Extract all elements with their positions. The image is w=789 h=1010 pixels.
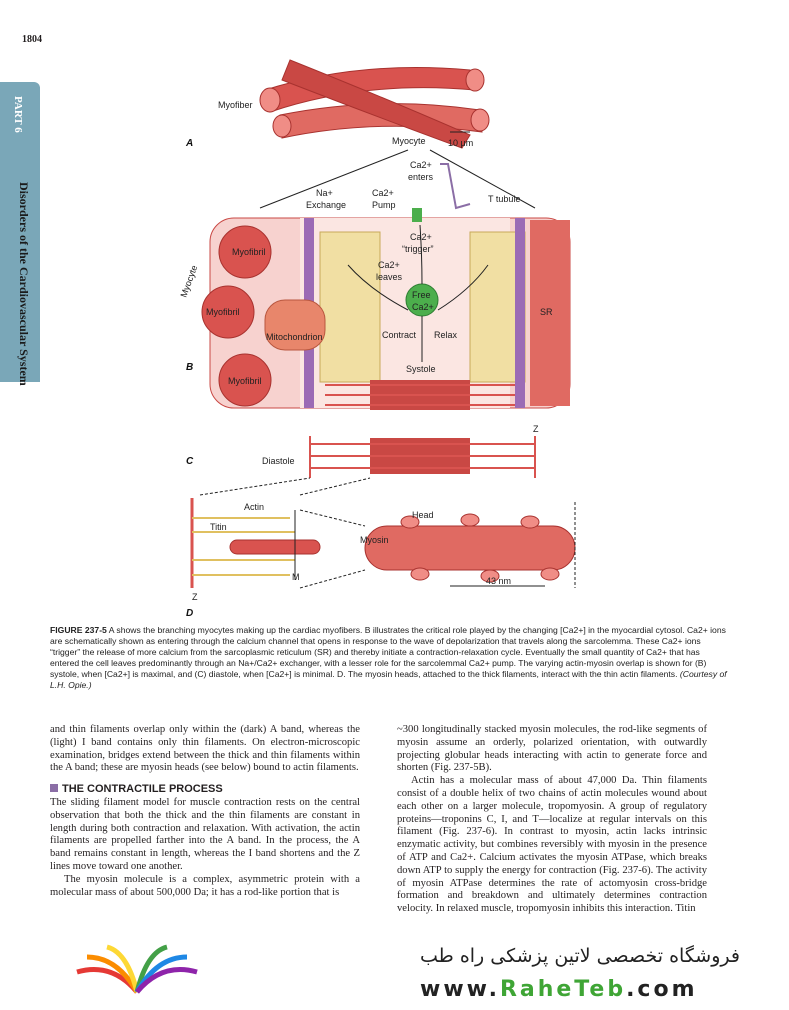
- figure-number: FIGURE 237-5: [50, 625, 107, 635]
- caption-text: A shows the branching myocytes making up…: [50, 625, 726, 679]
- myocyte-top-label: Myocyte: [392, 136, 426, 146]
- section-heading: THE CONTRACTILE PROCESS: [50, 783, 360, 796]
- myofibril-1: [218, 225, 272, 279]
- ca-leaves-2: leaves: [376, 272, 403, 282]
- ca-enters-1: Ca2+: [410, 160, 432, 170]
- panel-a-label: A: [185, 138, 193, 149]
- myofibril-right: [530, 220, 570, 406]
- sr-label: SR: [540, 307, 553, 317]
- t-tubule-label: T tubule: [488, 194, 520, 204]
- titin-label: Titin: [210, 522, 227, 532]
- contract-label: Contract: [382, 330, 417, 340]
- trigger-2: “trigger”: [402, 244, 434, 254]
- ca-pump-2: Pump: [372, 200, 396, 210]
- myofibril-label-3: Myofibril: [228, 376, 262, 386]
- ca-pump-1: Ca2+: [372, 188, 394, 198]
- head-label: Head: [412, 510, 434, 520]
- page-number: 1804: [22, 34, 42, 45]
- figure-caption: FIGURE 237-5 A shows the branching myocy…: [50, 625, 730, 691]
- na-exchange-1: Na+: [316, 188, 333, 198]
- figure-illustration: Myofiber A Myocyte 10 μm Myofibril Myofi…: [178, 59, 576, 619]
- myofiber-label: Myofiber: [218, 100, 253, 110]
- diastole-sarcomere: [309, 436, 536, 478]
- panel-b-label: B: [186, 362, 193, 373]
- free-ca-2: Ca2+: [412, 302, 434, 312]
- myocyte-side-label: Myocyte: [178, 264, 199, 299]
- diastole-label: Diastole: [262, 456, 295, 466]
- ca-leaves-1: Ca2+: [378, 260, 400, 270]
- scale-bar-label: 10 μm: [448, 138, 473, 148]
- section-bullet-icon: [50, 784, 58, 793]
- body-column-left: and thin filaments overlap only within t…: [50, 724, 360, 899]
- paragraph: and thin filaments overlap only within t…: [50, 724, 360, 774]
- myosin-label: Myosin: [360, 535, 389, 545]
- panel-c-label: C: [186, 456, 194, 467]
- myofibril-2: [201, 285, 255, 339]
- z-line-label-bottom: Z: [192, 592, 198, 602]
- part-title: Disorders of the Cardiovascular System: [17, 182, 31, 386]
- t-tubule-right: [515, 218, 525, 408]
- systole-sarcomere: [325, 380, 515, 410]
- calcium-channel: [412, 208, 422, 222]
- paragraph: The sliding filament model for muscle co…: [50, 796, 360, 872]
- action-potential-trace: [440, 163, 471, 210]
- paragraph: The myosin molecule is a complex, asymme…: [50, 873, 360, 898]
- myofibril-3: [218, 353, 272, 407]
- myofibril-label-1: Myofibril: [232, 247, 266, 257]
- panel-d-label: D: [186, 608, 193, 619]
- sarcoplasmic-reticulum-left: [319, 231, 381, 383]
- myofibril-label-2: Myofibril: [206, 307, 240, 317]
- na-exchange-2: Exchange: [306, 200, 346, 210]
- actin-label: Actin: [244, 502, 264, 512]
- myofiber-bundle: [259, 59, 490, 149]
- m-line-label: M: [292, 572, 300, 582]
- filament-detail: [190, 498, 576, 589]
- caption-credit: (Courtesy of L.H. Opie.): [50, 669, 727, 690]
- mitochondrion-label: Mitochondrion: [266, 332, 323, 342]
- paragraph: ~300 longitudinally stacked myosin molec…: [397, 724, 707, 774]
- z-line-label-top: Z: [533, 424, 539, 434]
- figure-237-5: Myofiber A Myocyte 10 μm Myofibril Myofi…: [170, 40, 620, 620]
- distance-label: 43 nm: [486, 576, 511, 586]
- book-logo-icon: [76, 944, 198, 994]
- free-ca-1: Free: [412, 290, 431, 300]
- body-column-right: ~300 longitudinally stacked myosin molec…: [397, 724, 707, 916]
- shop-name: فروشگاه تخصصی لاتین پزشکی راه طب: [420, 945, 740, 967]
- mitochondrion: [264, 299, 326, 351]
- shop-url: www.RaheTeb.com: [420, 977, 698, 1002]
- relax-label: Relax: [434, 330, 458, 340]
- paragraph: Actin has a molecular mass of about 47,0…: [397, 775, 707, 915]
- part-tab: PART 6 Disorders of the Cardiovascular S…: [0, 82, 40, 386]
- part-label: PART 6: [12, 96, 24, 133]
- ca-enters-2: enters: [408, 172, 434, 182]
- systole-label: Systole: [406, 364, 436, 374]
